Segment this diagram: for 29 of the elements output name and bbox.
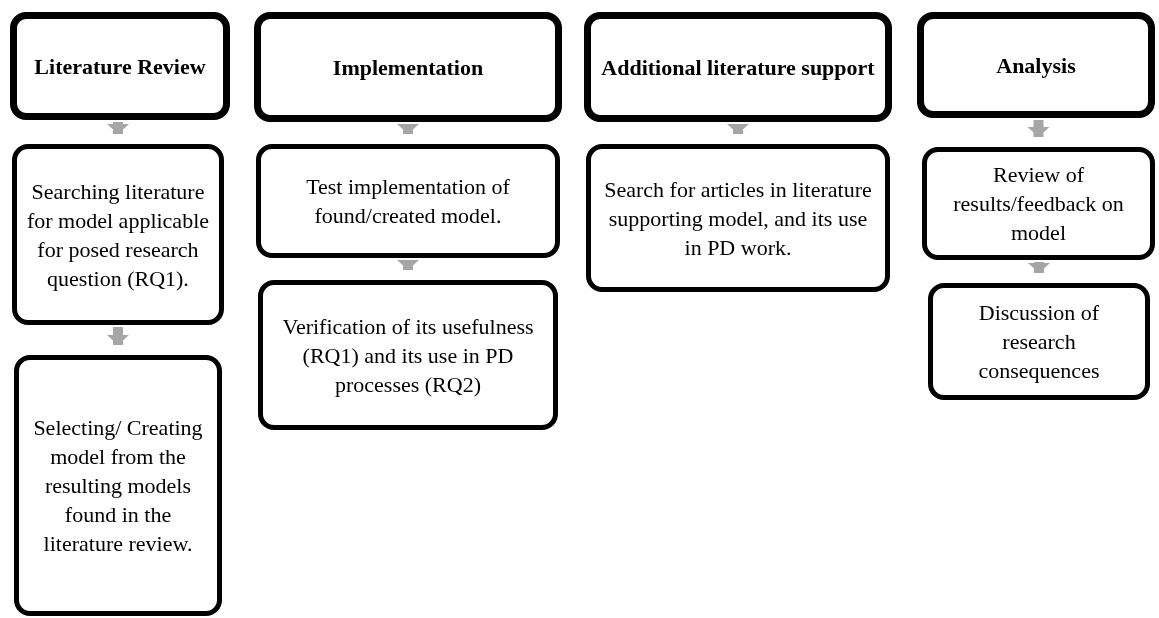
phase-title: Analysis bbox=[996, 51, 1076, 79]
phase-title: Additional literature support bbox=[601, 53, 875, 81]
step-text: Searching literature for model applicable for posed research question (RQ1). bbox=[25, 177, 210, 293]
phase-box bbox=[10, 12, 230, 120]
arrow bbox=[397, 124, 419, 134]
arrow bbox=[397, 260, 419, 270]
step-box bbox=[256, 144, 560, 258]
phase-box bbox=[584, 12, 892, 122]
arrow bbox=[107, 122, 129, 134]
step-text: Test implementation of found/created model. bbox=[305, 173, 511, 230]
arrow bbox=[1027, 120, 1050, 137]
arrow bbox=[107, 327, 129, 345]
step-box bbox=[14, 355, 222, 616]
step-text: Discussion of research consequences bbox=[977, 299, 1101, 385]
step-text: Verification of its usefulness (RQ1) and its use in PD processes (RQ2) bbox=[281, 312, 535, 399]
step-text: Search for articles in literature supporting model, and its use in PD work. bbox=[603, 175, 873, 262]
step-box bbox=[928, 283, 1150, 400]
phase-box bbox=[917, 12, 1155, 118]
arrow bbox=[1028, 262, 1050, 273]
step-box bbox=[12, 144, 224, 325]
phase-box bbox=[254, 12, 562, 122]
arrow bbox=[727, 124, 749, 134]
phase-title: Implementation bbox=[332, 53, 484, 81]
step-box bbox=[586, 144, 890, 292]
step-text: Selecting/ Creating model from the resulting models found in the literature review. bbox=[32, 414, 204, 558]
step-box bbox=[922, 147, 1155, 260]
step-box bbox=[258, 280, 558, 430]
step-text: Review of results/feedback on model bbox=[952, 161, 1125, 247]
phase-title: Literature Review bbox=[34, 52, 206, 80]
